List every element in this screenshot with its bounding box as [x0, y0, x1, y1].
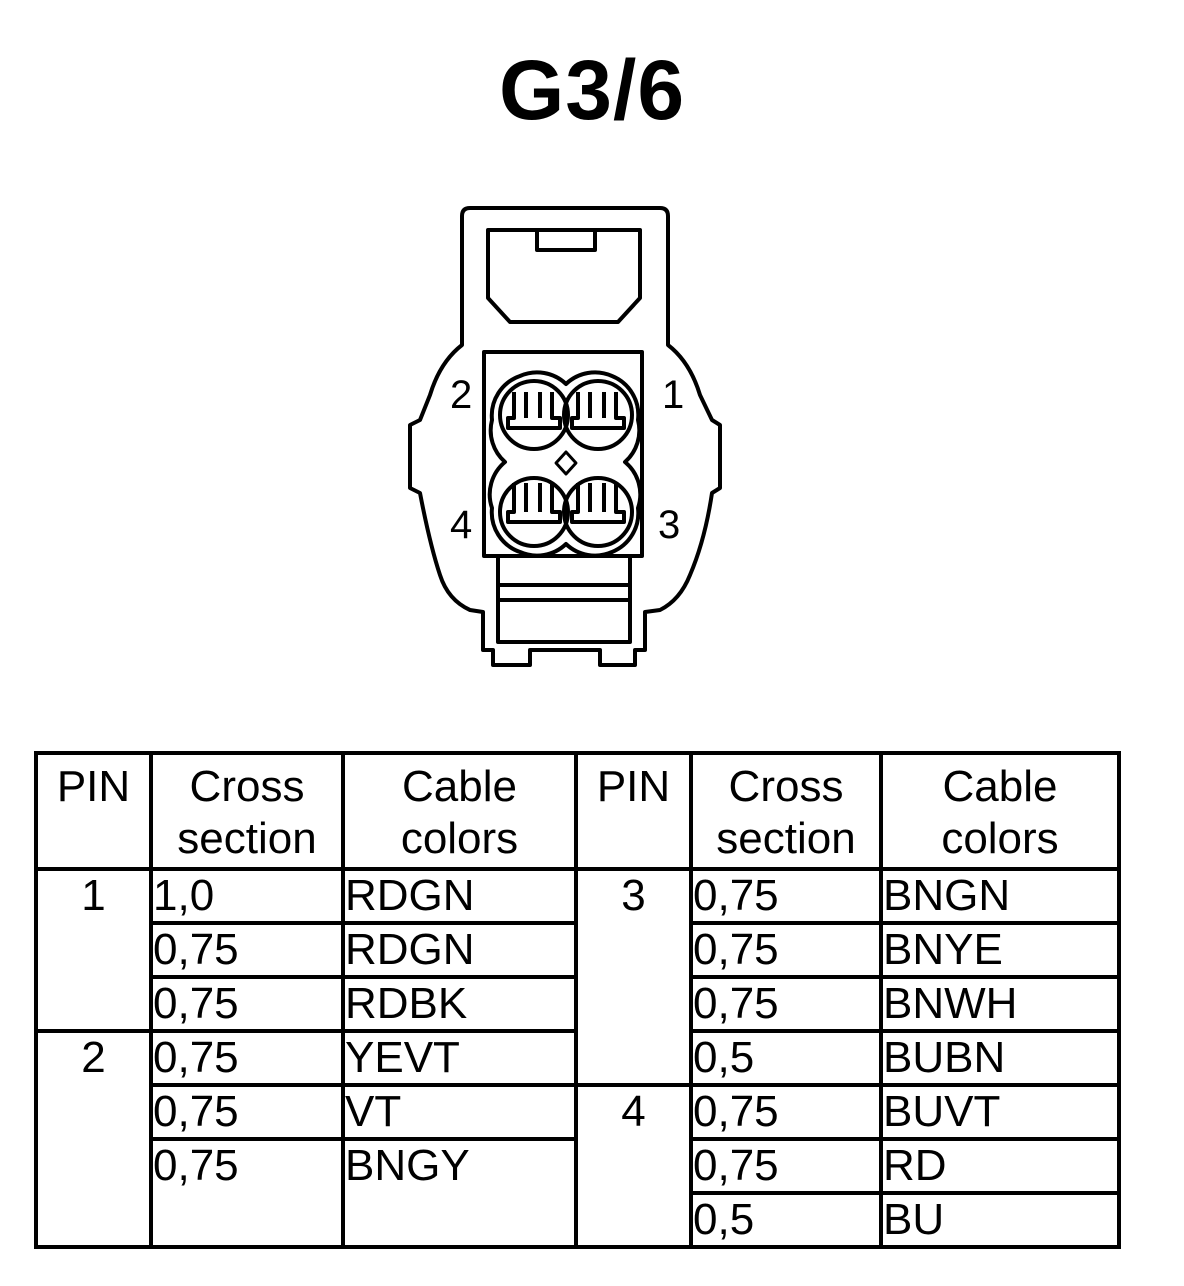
terminal-2: [498, 379, 570, 451]
cross-section-cell: 1,0: [149, 867, 345, 925]
table-row: 0,75 VT 4 0,75 BUVT: [36, 1083, 1121, 1249]
cable-color-cell: BUBN: [879, 1029, 1121, 1087]
cross-section-cell: 0,75: [149, 1083, 345, 1141]
connector-housing: [408, 206, 722, 667]
cable-color-cell: BU: [879, 1191, 1121, 1249]
pin-label-2: 2: [450, 373, 472, 417]
connector-title: G3/6: [498, 43, 686, 137]
cross-section-cell: 0,5: [689, 1029, 883, 1087]
pin-cell: 4: [574, 1083, 693, 1249]
empty-cell: [341, 1193, 578, 1249]
header-pin: PIN: [574, 751, 693, 871]
header-pin: PIN: [34, 751, 153, 871]
cable-color-cell: BUVT: [879, 1083, 1121, 1141]
latch: [486, 228, 642, 324]
cable-color-cell: BNGN: [879, 867, 1121, 925]
table-row: 0,75 BNGY 0,75 RD: [36, 1137, 1121, 1195]
key-diamond: [554, 450, 578, 476]
pin-label-4: 4: [450, 503, 472, 547]
cross-section-cell: 0,75: [689, 921, 883, 979]
cross-section-cell: 0,75: [689, 867, 883, 925]
cable-color-cell: RDGN: [341, 921, 578, 979]
table-row: 0,75 RDBK 0,75 BNWH: [36, 975, 1121, 1033]
pin-label-3: 3: [658, 503, 680, 547]
cross-section-cell: 0,5: [689, 1191, 883, 1249]
pin-cavity: [482, 350, 644, 644]
pin-label-1: 1: [662, 373, 684, 417]
cross-section-cell: 0,75: [689, 1083, 883, 1141]
cross-section-cell: 0,75: [689, 975, 883, 1033]
cross-section-cell: 0,75: [149, 921, 345, 979]
connector-diagram: 2 1 4 3: [408, 206, 722, 667]
table-row: 1 1,0 RDGN 3 0,75 BNGN: [34, 867, 1121, 1087]
table-row: 0,75 RDGN 0,75 BNYE: [36, 921, 1121, 979]
pin-cell: 2: [34, 1029, 153, 1249]
cross-section-cell: 0,75: [149, 975, 345, 1033]
latch-tab: [535, 228, 597, 252]
pin-cell: 1: [34, 867, 153, 1033]
cable-color-cell: RDBK: [341, 975, 578, 1033]
table-row: 0,5 BU: [36, 1191, 1121, 1249]
cable-color-cell: RDGN: [341, 867, 578, 925]
terminal-1: [562, 379, 634, 451]
cable-color-cell: BNWH: [879, 975, 1121, 1033]
cable-color-cell: BNGY: [341, 1137, 578, 1193]
empty-cell: [149, 1193, 345, 1249]
terminal-3: [562, 476, 634, 548]
cable-color-cell: RD: [879, 1137, 1121, 1195]
cross-section-cell: 0,75: [149, 1029, 345, 1087]
terminal-4: [498, 476, 570, 548]
terminal-group: [487, 370, 643, 558]
table-row: 2 0,75 YEVT 0,5 BUBN: [34, 1029, 1121, 1249]
cross-section-cell: 0,75: [149, 1137, 345, 1193]
cable-color-cell: YEVT: [341, 1029, 578, 1087]
cable-color-cell: VT: [341, 1083, 578, 1141]
cable-color-cell: BNYE: [879, 921, 1121, 979]
pin-cell: 3: [574, 867, 693, 1087]
cross-section-cell: 0,75: [689, 1137, 883, 1195]
